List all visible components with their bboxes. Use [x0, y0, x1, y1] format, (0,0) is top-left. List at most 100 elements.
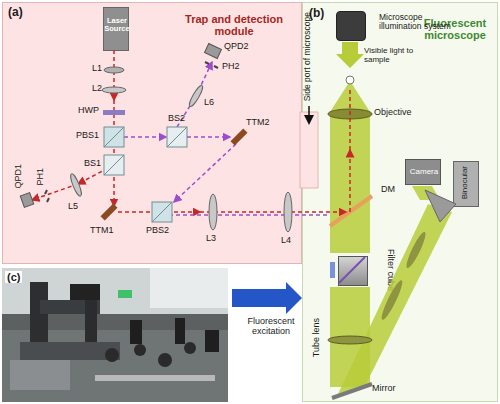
trap-optics-part: [103, 110, 125, 115]
lab-photo: [2, 268, 228, 402]
panel-letter: (a): [8, 6, 23, 19]
lab-photo-part: [118, 290, 132, 298]
part-label: L5: [68, 202, 78, 212]
microscope-optics-part: [339, 257, 365, 283]
trap-optics-part: [205, 44, 222, 59]
trap-optics-part: [104, 67, 124, 73]
panel-title: Trap and detection module: [173, 13, 295, 37]
lab-photo-part: [70, 284, 100, 300]
part-label: QPD2: [224, 42, 249, 52]
trap-optics-part: [231, 129, 248, 146]
microscope-optics-part: [404, 230, 429, 269]
laser-box: Laser Source: [103, 7, 129, 51]
lab-photo-part: [20, 342, 120, 360]
trap-optics-part: [167, 127, 187, 147]
part-label: DM: [381, 185, 395, 195]
box-label: Laser Source: [104, 17, 130, 34]
box-label: Microscope illumination system: [379, 13, 453, 32]
blue-excitation-arrow-part: [232, 282, 302, 314]
trap-optics-part: [104, 155, 124, 175]
red-laser-beam-part: [349, 88, 351, 150]
part-label: HWP: [78, 106, 99, 116]
lab-photo-part: [150, 268, 228, 308]
lab-photo-part: [130, 320, 142, 344]
trap-optics-part: [167, 127, 187, 147]
side-port-tab-part: [300, 112, 318, 188]
red-laser-beam-part: [113, 100, 115, 206]
part-label: L4: [281, 236, 291, 246]
part-label: Mirror: [372, 384, 396, 394]
purple-detection-beam-part: [187, 136, 230, 138]
microscope-optics: [328, 76, 456, 398]
microscope-beam-part: [338, 204, 452, 394]
purple-detection-beam-part: [172, 214, 330, 216]
part-label: BS1: [84, 159, 101, 169]
trap-optics-part: [20, 193, 34, 208]
trap-optics-part: [102, 87, 126, 93]
part-label: PBS2: [146, 226, 169, 236]
part-label: L6: [204, 98, 214, 108]
part-label: TTM2: [246, 118, 270, 128]
microscope-optics-part: [328, 336, 372, 344]
lab-photo-part: [175, 318, 185, 344]
part-label: Tube lens: [312, 318, 322, 357]
purple-detection-beam-part: [174, 144, 236, 202]
trap-optics-part: [104, 155, 124, 175]
side-port-tab-part: [308, 106, 310, 122]
part-label: Side port of microscope: [303, 12, 312, 101]
illumination-box: Microscope illumination system: [336, 11, 366, 41]
red-laser-beam-part: [200, 211, 346, 213]
lab-photo-part: [95, 375, 215, 381]
part-label: PBS1: [76, 131, 99, 141]
trap-optics-part: [101, 204, 118, 221]
microscope-optics-part: [330, 196, 372, 226]
box-label: Camera: [406, 168, 442, 177]
box-label: Binocular: [461, 166, 470, 199]
lab-photo-part: [184, 342, 196, 354]
purple-detection-beam-part: [124, 136, 166, 138]
lab-photo-part: [105, 348, 119, 362]
part-label: (c): [5, 271, 22, 283]
binocular-box: Binocular: [453, 161, 479, 207]
side-port-tab: [300, 106, 318, 188]
trap-optics-part: [104, 127, 124, 147]
trap-optics-part: [284, 192, 292, 232]
part-label: PH2: [222, 62, 240, 72]
trap-optics-part: [187, 84, 204, 108]
trap-optics-part: [209, 194, 217, 230]
part-label: PH1: [36, 168, 46, 186]
part-label: L1: [92, 64, 102, 74]
microscope-optics-part: [330, 262, 335, 278]
part-label: Visible light to sample: [364, 47, 436, 65]
microscope-beam-part: [336, 42, 364, 68]
trap-optics-part: [152, 202, 172, 222]
trap-optics-part: [45, 190, 49, 202]
blue-excitation-arrow: [232, 282, 302, 314]
trap-optics-part: [152, 202, 172, 222]
part-label: Fluorescent excitation: [234, 317, 308, 337]
lab-photo-part: [134, 344, 146, 356]
microscope-optics-part: [332, 384, 372, 398]
part-label: L3: [206, 234, 216, 244]
part-label: BS2: [168, 114, 185, 124]
lab-photo-part: [158, 353, 172, 367]
lab-photo-part: [10, 360, 70, 390]
trap-optics-part: [104, 127, 124, 147]
part-label: L2: [92, 84, 102, 94]
red-laser-beam-part: [32, 184, 78, 200]
lab-photo-part: [205, 330, 219, 352]
filter-cube-box: Filter cube: [338, 256, 368, 286]
part-label: Objective: [374, 108, 412, 118]
microscope-optics-part: [379, 278, 405, 321]
part-label: TTM1: [90, 226, 114, 236]
trap-optics: [20, 44, 292, 232]
trap-optics-part: [69, 173, 84, 198]
trap-optics-part: [205, 62, 218, 68]
purple-detection-beam: [124, 62, 330, 215]
module-panel: (a) Trap and detection module Laser Source: [2, 2, 302, 264]
microscope-optics-part: [425, 190, 456, 222]
part-label: QPD1: [14, 164, 24, 189]
red-laser-beam-part: [349, 150, 351, 212]
camera-box: Camera: [405, 159, 441, 185]
